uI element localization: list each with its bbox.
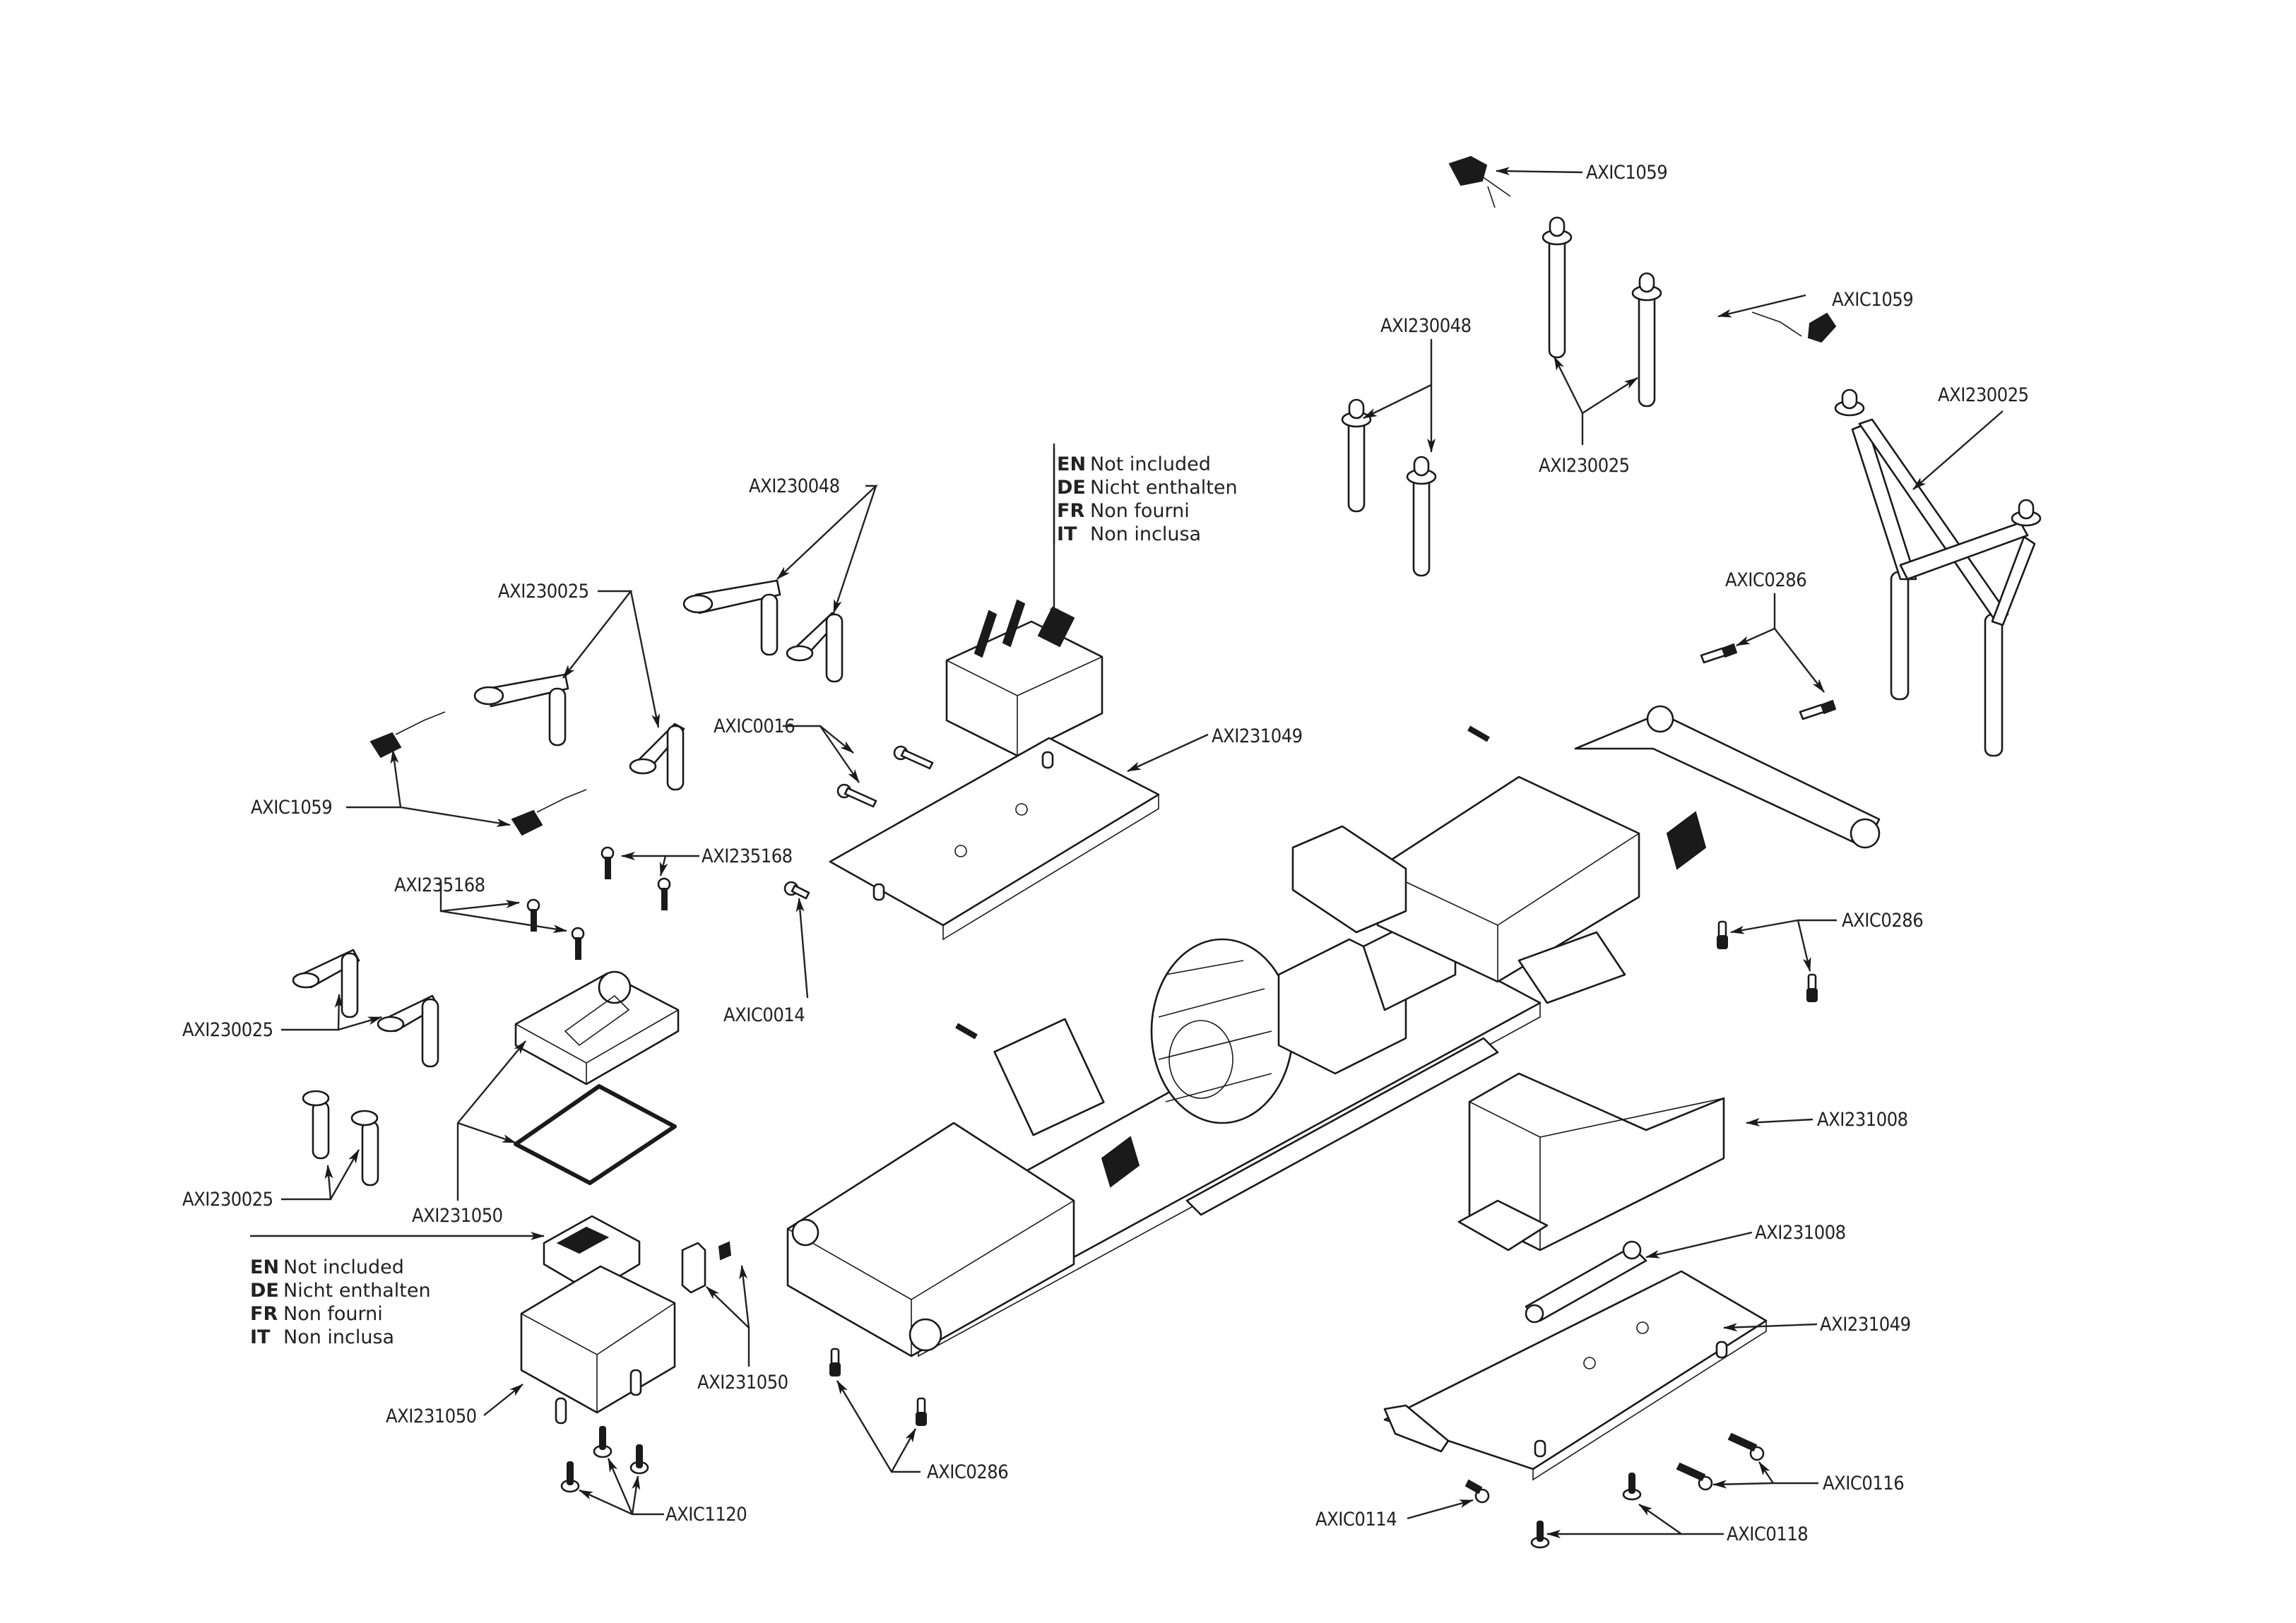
not-included-note-esc: EN Not included DE Nicht enthalten FR No… (1053, 444, 1238, 545)
body-mount-arm-part (629, 723, 685, 791)
screw-part (1717, 920, 1728, 949)
note-lang-code: IT (1057, 523, 1077, 545)
callout-label: AXI230048 (749, 475, 840, 497)
screw-part (916, 1397, 927, 1426)
receiver-box-lid-part (514, 970, 680, 1086)
body-mount-arm-part (682, 579, 781, 656)
note-text: Not included (283, 1256, 404, 1278)
screw-part (571, 927, 585, 960)
screw-part (1727, 1432, 1765, 1461)
screw-part (1622, 1473, 1642, 1501)
screw-part (1806, 973, 1818, 1002)
callout-label: AXI231008 (1817, 1109, 1908, 1131)
callout-label: AXI231050 (697, 1372, 788, 1393)
callout-label: AXIC0014 (723, 1004, 805, 1026)
screw-part (629, 1444, 649, 1475)
wire-grommet-part (681, 1241, 732, 1294)
receiver-box-part (520, 1265, 676, 1425)
body-post-part (302, 1090, 330, 1160)
callout-label: AXIC1059 (251, 797, 332, 819)
callout-label: AXIC1059 (1832, 289, 1913, 311)
note-lang-code: DE (1057, 477, 1086, 499)
body-post-part (1406, 456, 1437, 577)
note-lang-code: IT (250, 1326, 271, 1348)
note-text: Non fourni (1090, 500, 1190, 522)
note-lang-code: FR (1057, 500, 1084, 522)
callout-label: AXI235168 (702, 845, 793, 867)
callout-label: AXI230025 (182, 1189, 273, 1211)
callout-label: AXIC0286 (1842, 910, 1923, 932)
screw-part (1464, 1479, 1490, 1504)
callout-label: AXI230025 (498, 581, 589, 602)
screw-part (593, 1426, 613, 1458)
callout-label: AXI231049 (1820, 1314, 1911, 1336)
callout-label: AXI230048 (1380, 315, 1472, 337)
body-clip-part (1448, 155, 1511, 208)
note-lang-code: FR (250, 1303, 278, 1325)
screw-part (526, 898, 540, 932)
callout-label: AXI231008 (1755, 1222, 1846, 1244)
callout-label: AXI230025 (182, 1019, 273, 1041)
body-clip-part (1751, 311, 1837, 343)
screw-part (829, 1348, 841, 1377)
callout-labels: AXIC1059 AXIC1059 AXI230048 AXI230025 AX… (182, 162, 2029, 1545)
note-lang-code: EN (250, 1256, 279, 1278)
note-lang-code: DE (250, 1280, 279, 1302)
callout-label: AXIC0114 (1315, 1509, 1397, 1530)
screw-part (836, 783, 877, 808)
screw-part (657, 877, 671, 910)
screw-part (1799, 699, 1837, 720)
body-mount-arm-part (473, 673, 569, 747)
skid-plate-part (1383, 1270, 1768, 1481)
note-text: Nicht enthalten (1090, 477, 1238, 499)
screw-part (783, 881, 810, 900)
screw-part (1700, 643, 1738, 664)
esc-part (945, 599, 1103, 757)
screw-part (1676, 1462, 1713, 1491)
rear-body-mount-part (1834, 388, 2042, 757)
callout-label: AXI231049 (1212, 725, 1303, 747)
callout-label: AXI231050 (412, 1205, 503, 1227)
callout-label: AXIC0016 (714, 715, 795, 737)
body-clip-part (369, 711, 446, 759)
callout-label: AXI230025 (1938, 384, 2029, 406)
callout-label: AXIC1059 (1586, 162, 1667, 184)
leader-lines (250, 167, 2004, 1538)
body-post-part (1631, 272, 1662, 408)
body-post-part (1541, 216, 1573, 359)
callout-label: AXIC0118 (1727, 1523, 1808, 1545)
note-text: Non inclusa (1090, 523, 1201, 545)
body-clip-part (511, 789, 587, 836)
note-text: Non fourni (283, 1303, 383, 1325)
body-post-part (350, 1110, 379, 1187)
callout-label: AXIC0286 (927, 1461, 1008, 1483)
link-mount-part (1525, 1240, 1647, 1324)
skid-mount-part (1457, 1072, 1725, 1252)
callout-label: AXIC0286 (1725, 569, 1806, 591)
battery-tray-plate-part (829, 737, 1160, 941)
receiver-box-gasket-part (514, 1084, 677, 1185)
screw-part (600, 846, 615, 879)
note-lang-code: EN (1057, 453, 1086, 475)
callout-label: AXI231050 (386, 1405, 477, 1427)
screw-part (893, 745, 934, 770)
note-text: Nicht enthalten (283, 1280, 431, 1302)
callout-label: AXI230025 (1539, 455, 1630, 477)
not-included-note-receiver: EN Not included DE Nicht enthalten FR No… (250, 1256, 431, 1348)
body-mount-arm-part (377, 994, 439, 1068)
body-mount-arm-part (292, 949, 360, 1018)
callout-label: AXIC1120 (665, 1504, 747, 1526)
note-text: Non inclusa (283, 1326, 394, 1348)
note-text: Not included (1090, 453, 1211, 475)
body-mount-arm-part (786, 612, 844, 683)
callout-label: AXI235168 (394, 874, 485, 896)
screw-part (560, 1461, 580, 1493)
chassis-assembly-part (786, 705, 1881, 1357)
screw-part (1530, 1521, 1550, 1549)
callout-label: AXIC0116 (1823, 1473, 1904, 1494)
